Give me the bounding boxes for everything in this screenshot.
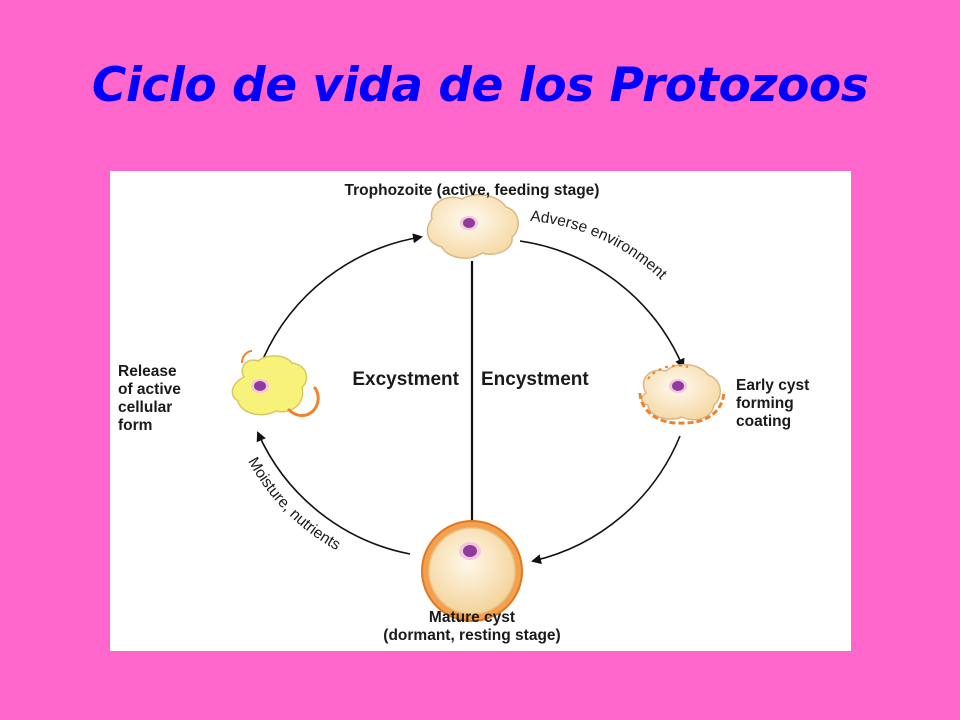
life-cycle-svg: Trophozoite (active, feeding stage) Earl…	[118, 182, 809, 644]
moisture-nutrients-label: Moisture, nutrients	[244, 454, 343, 554]
release-cell	[231, 350, 320, 417]
moisture-nutrients-text: Moisture, nutrients	[244, 454, 343, 554]
trophozoite-label: Trophozoite (active, feeding stage)	[345, 182, 600, 199]
early-cyst-label-line1: Early cyst	[736, 377, 809, 394]
trophozoite-cell	[426, 194, 519, 259]
encystment-label: Encystment	[481, 369, 589, 390]
arrow-to-trophozoite	[262, 233, 423, 360]
arrow-to-mature-cyst	[531, 435, 681, 565]
release-label-line2: of active	[118, 381, 181, 398]
arrow-to-release	[256, 431, 411, 555]
life-cycle-diagram: Trophozoite (active, feeding stage) Earl…	[110, 171, 851, 651]
adverse-environment-label: Adverse environment	[530, 208, 671, 283]
early-cyst-label-line2: forming	[736, 395, 794, 412]
release-label-line4: form	[118, 417, 152, 434]
early-cyst-label-line3: coating	[736, 413, 791, 430]
excystment-label: Excystment	[352, 369, 459, 390]
slide-title: Ciclo de vida de los Protozoos	[91, 58, 869, 113]
release-label-line1: Release	[118, 363, 177, 380]
release-label-line3: cellular	[118, 399, 172, 416]
arrow-to-early-cyst	[519, 240, 685, 369]
mature-cyst-label-line1: Mature cyst	[429, 609, 515, 626]
early-cyst-cell	[638, 363, 726, 425]
adverse-environment-text: Adverse environment	[530, 208, 671, 283]
mature-cyst-label-line2: (dormant, resting stage)	[383, 627, 560, 644]
mature-cyst-cell	[421, 520, 523, 622]
